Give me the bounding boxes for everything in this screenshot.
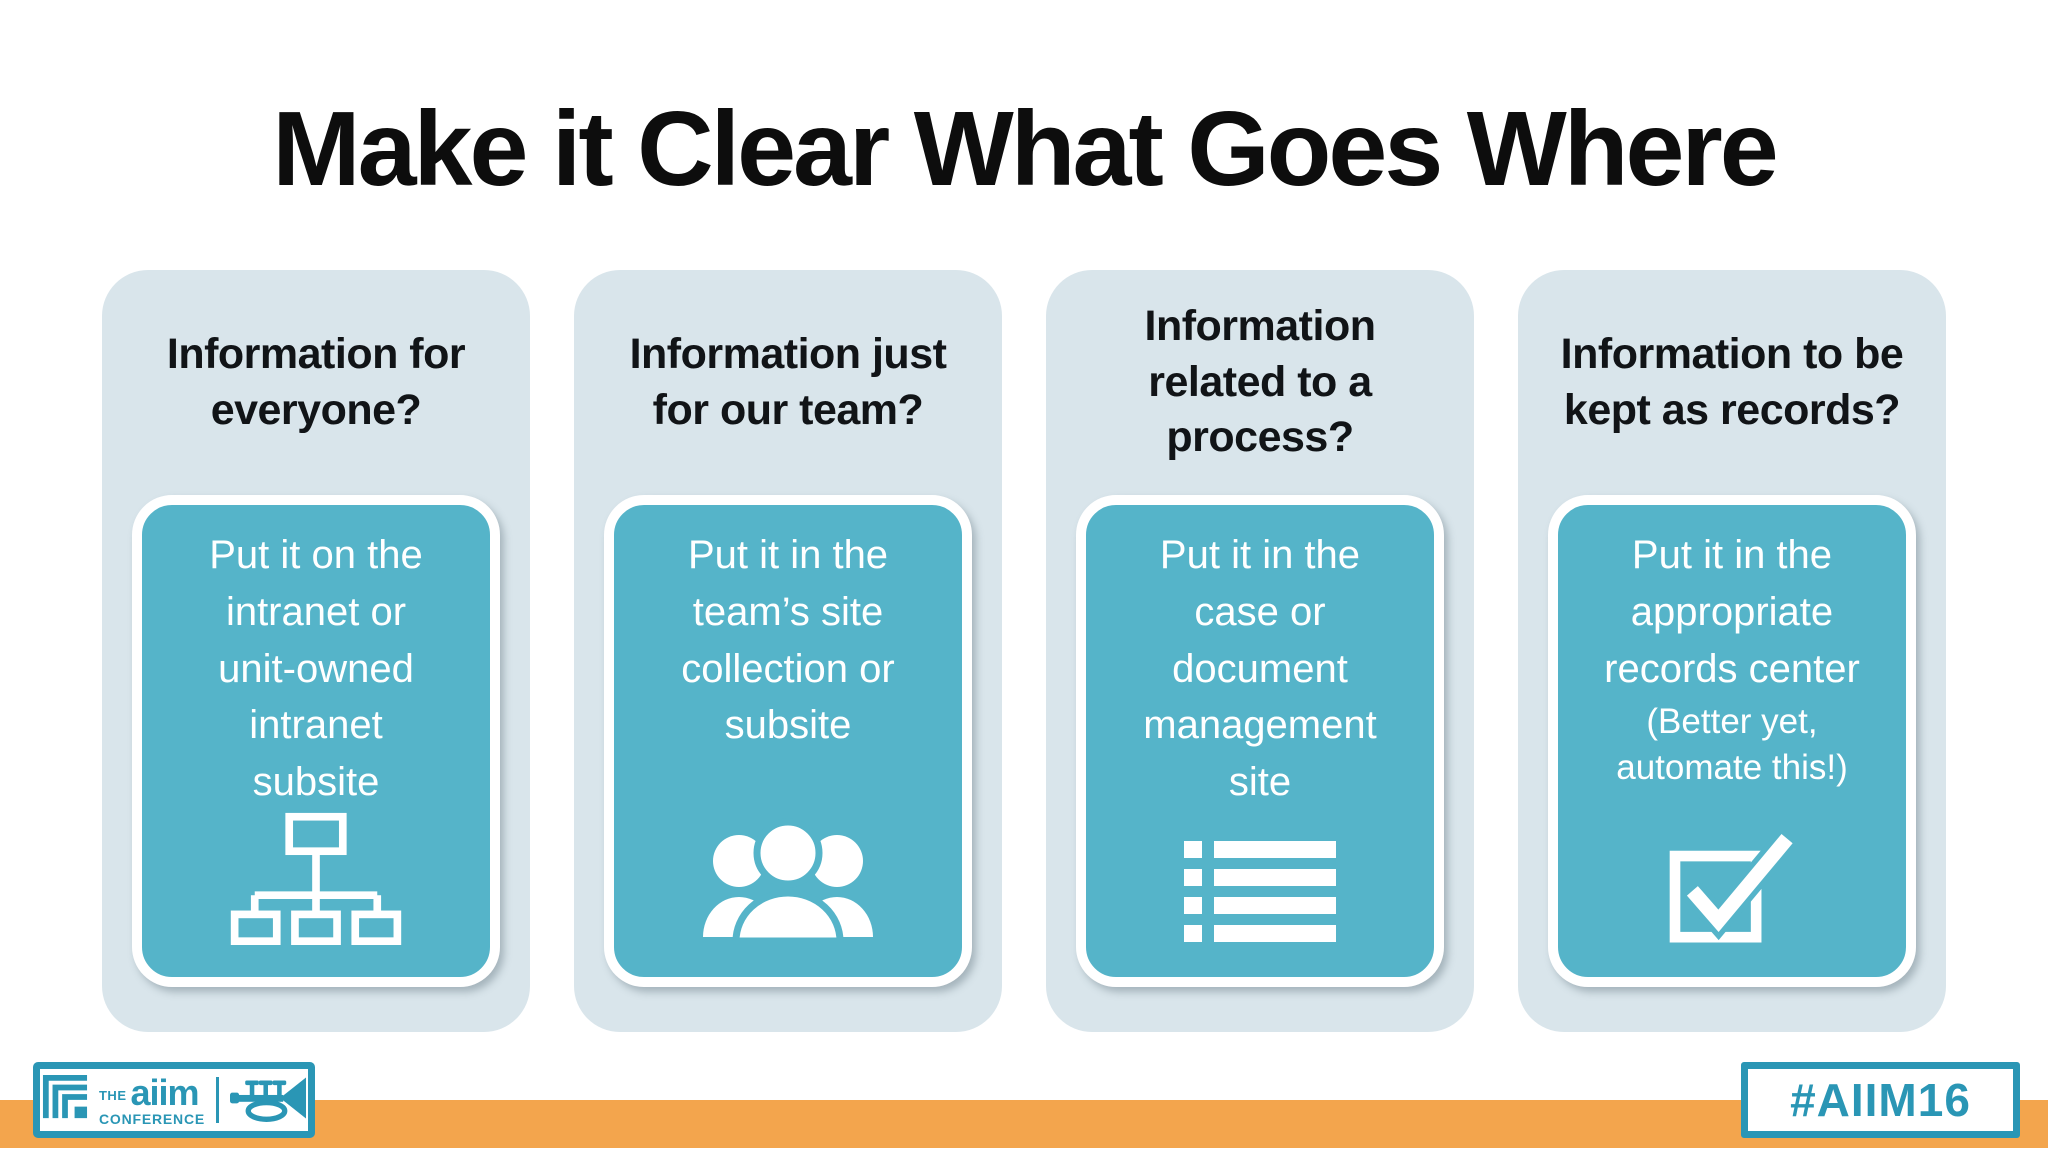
answer-text: Put it in the team’s site collection or … (681, 533, 895, 748)
aiim-layers-icon (42, 1074, 88, 1126)
aiim-logo-text: THE aiim CONFERENCE (98, 1071, 205, 1127)
column-team: Information just for our team? Put it in… (574, 270, 1002, 1032)
page-title: Make it Clear What Goes Where (272, 90, 1778, 208)
answer-card: Put it in the appropriate records center… (1548, 495, 1916, 987)
footer-bottom-edge (0, 1148, 2048, 1152)
logo-divider (216, 1077, 219, 1123)
answer-text: Put it in the appropriate records center (1604, 533, 1860, 691)
answer-card: Put it in the case or document managemen… (1076, 495, 1444, 987)
logo-the-label: THE (98, 1088, 127, 1103)
answer-text: Put it in the case or document managemen… (1143, 533, 1377, 805)
sitemap-icon (226, 811, 406, 951)
hashtag-text: #AIIM16 (1790, 1074, 1971, 1126)
question-columns: Information for everyone? Put it on the … (102, 270, 1946, 1032)
list-icon (1184, 841, 1336, 949)
hashtag-badge: #AIIM16 (1741, 1062, 2020, 1138)
answer-text: Put it on the intranet or unit-owned int… (209, 533, 423, 805)
column-everyone: Information for everyone? Put it on the … (102, 270, 530, 1032)
answer-card: Put it in the team’s site collection or … (604, 495, 972, 987)
question-text: Information for everyone? (166, 329, 466, 434)
question-text: Information just for our team? (629, 329, 947, 434)
answer-card: Put it on the intranet or unit-owned int… (132, 495, 500, 987)
column-records: Information to be kept as records? Put i… (1518, 270, 1946, 1032)
question-text: Information to be kept as records? (1560, 329, 1904, 434)
checkbox-icon (1665, 829, 1799, 949)
column-process: Information related to a process? Put it… (1046, 270, 1474, 1032)
footer-accent-bar (0, 1100, 2048, 1148)
people-icon (697, 817, 879, 949)
logo-aiim-label: aiim (130, 1071, 199, 1113)
logo-conference-label: CONFERENCE (98, 1110, 205, 1127)
question-text: Information related to a process? (1144, 301, 1376, 462)
answer-note: (Better yet, automate this!) (1616, 702, 1848, 787)
trumpet-icon (230, 1071, 306, 1130)
aiim-conference-logo: THE aiim CONFERENCE (33, 1062, 315, 1138)
